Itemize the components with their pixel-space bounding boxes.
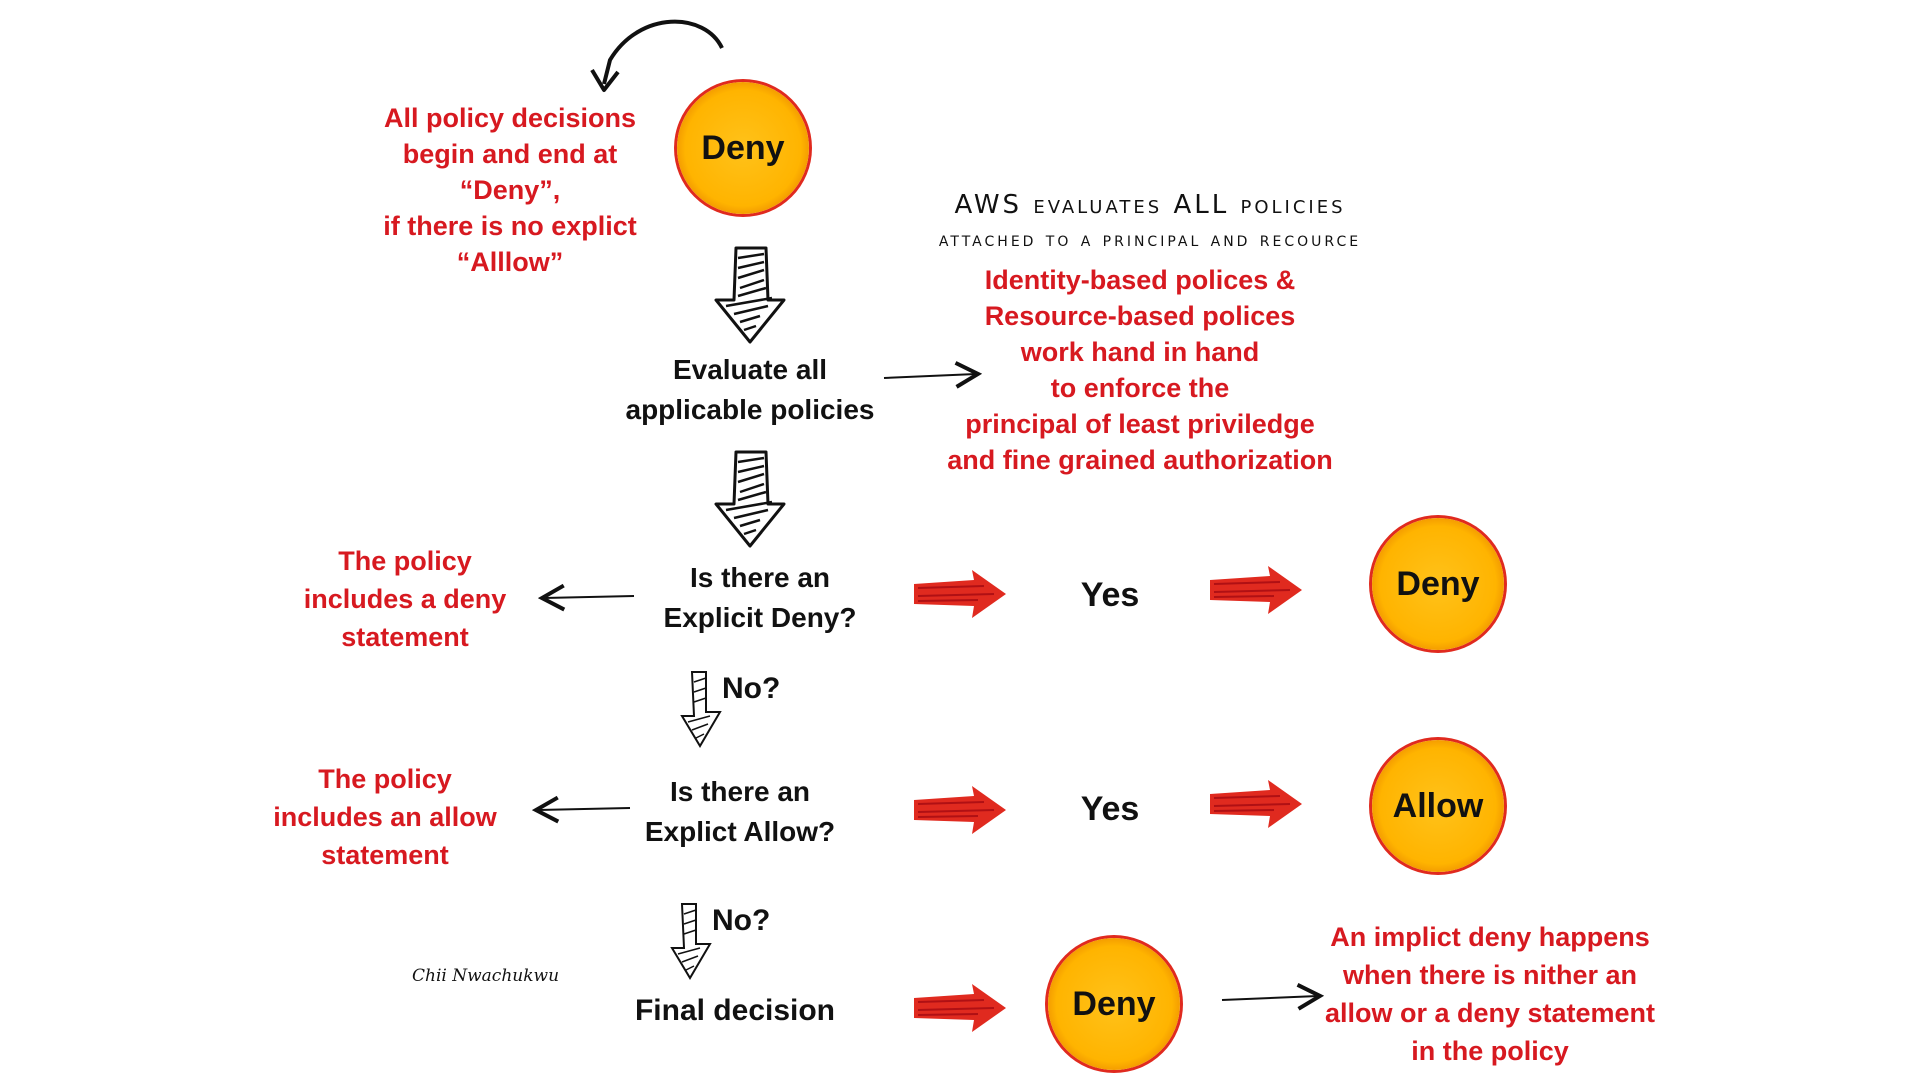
deny-no-label: No?	[722, 672, 781, 705]
allow-yes-label: Yes	[1080, 790, 1140, 828]
red-right-arrow-icon	[1210, 566, 1302, 614]
policy-start-note: All policy decisions begin and end at “D…	[383, 103, 637, 277]
aws-policy-note: Identity-based polices & Resource-based …	[947, 265, 1333, 475]
down-arrow-icon	[714, 246, 786, 344]
red-right-arrow-icon	[914, 786, 1006, 834]
start-deny-circle: Deny	[677, 82, 809, 214]
deny-statement-note: The policy includes a deny statement	[303, 546, 507, 652]
deny-result-circle: Deny	[1372, 518, 1504, 650]
allow-question-to-note-connector	[538, 808, 631, 810]
final-decision-label: Final decision	[634, 994, 836, 1027]
allow-no-label: No?	[712, 904, 771, 937]
allow-statement-note: The policy includes an allow statement	[273, 764, 497, 870]
final-deny-to-note-connector	[1221, 996, 1318, 1000]
implicit-deny-note: An implict deny happens when there is ni…	[1324, 922, 1656, 1066]
author-signature: Chii Nwachukwu	[412, 966, 560, 986]
deny-question-to-note-connector	[544, 596, 635, 598]
down-arrow-small-icon	[680, 671, 722, 748]
red-right-arrow-icon	[914, 984, 1006, 1032]
aws-heading: AWS evaluates ALL policies attached to a…	[938, 190, 1362, 251]
down-arrow-small-icon	[670, 903, 712, 980]
allow-result-circle: Allow	[1372, 740, 1504, 872]
down-arrow-icon	[714, 450, 786, 548]
red-right-arrow-icon	[1210, 780, 1302, 828]
evaluate-step-label: Evaluate all applicable policies	[625, 354, 875, 425]
red-right-arrow-icon	[914, 570, 1006, 618]
explicit-deny-question: Is there an Explicit Deny?	[663, 562, 857, 633]
deny-yes-label: Yes	[1080, 576, 1140, 614]
evaluate-to-note-connector	[883, 374, 976, 378]
loop-arrow-icon	[602, 19, 724, 85]
explicit-allow-question: Is there an Explict Allow?	[644, 776, 836, 847]
final-deny-circle: Deny	[1048, 938, 1180, 1070]
